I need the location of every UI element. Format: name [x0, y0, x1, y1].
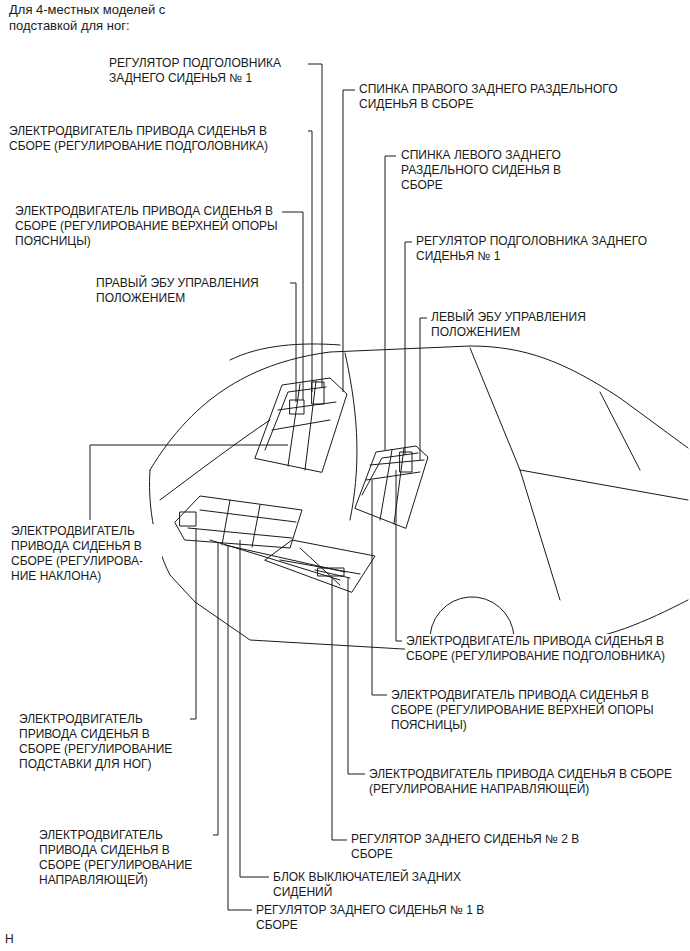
- roof-line: [150, 346, 688, 470]
- seat-frame: [265, 381, 336, 470]
- part-label: ЭЛЕКТРОДВИГАТЕЛЬ ПРИВОДА СИДЕНЬЯ В СБОРЕ…: [10, 524, 162, 584]
- c-pillar: [345, 353, 357, 520]
- footrest-motor: [180, 512, 196, 526]
- part-label: ЭЛЕКТРОДВИГАТЕЛЬ ПРИВОДА СИДЕНЬЯ В СБОРЕ…: [390, 688, 675, 733]
- part-label: РЕГУЛЯТОР ПОДГОЛОВНИКА ЗАДНЕГО СИДЕНЬЯ №…: [415, 234, 655, 264]
- trunk-line: [160, 420, 270, 500]
- leader-line: [348, 578, 365, 774]
- leader-line: [228, 545, 252, 910]
- figure-code: H: [4, 932, 24, 947]
- part-label: ПРАВЫЙ ЭБУ УПРАВЛЕНИЯ ПОЛОЖЕНИЕМ: [95, 276, 290, 306]
- part-label: БЛОК ВЫКЛЮЧАТЕЛЕЙ ЗАДНИХ СИДЕНИЙ: [272, 870, 497, 900]
- door-pillar: [470, 348, 560, 600]
- headrest-motor: [400, 452, 412, 472]
- leader-line: [240, 540, 269, 877]
- right-seat-back: [255, 378, 347, 472]
- leader-line: [396, 470, 402, 641]
- rear-window: [230, 344, 340, 360]
- leader-line: [420, 318, 427, 460]
- part-label: ЛЕВЫЙ ЭБУ УПРАВЛЕНИЯ ПОЛОЖЕНИЕМ: [430, 310, 635, 340]
- part-label: ЭЛЕКТРОДВИГАТЕЛЬ ПРИВОДА СИДЕНЬЯ В СБОРЕ…: [18, 712, 190, 772]
- leader-line: [385, 156, 396, 450]
- seat-frame: [188, 500, 296, 547]
- leader-line: [405, 242, 412, 455]
- leader-line: [332, 578, 347, 840]
- part-label: РЕГУЛЯТОР ЗАДНЕГО СИДЕНЬЯ № 1 В СБОРЕ: [255, 903, 505, 933]
- footrest-frame: [175, 496, 302, 548]
- leader-line: [190, 528, 196, 719]
- rail-motor: [318, 568, 344, 576]
- part-label: ЭЛЕКТРОДВИГАТЕЛЬ ПРИВОДА СИДЕНЬЯ В СБОРЕ…: [368, 767, 683, 797]
- left-cushion: [265, 540, 375, 592]
- part-label: СПИНКА ПРАВОГО ЗАДНЕГО РАЗДЕЛЬНОГО СИДЕН…: [358, 82, 658, 112]
- seat-ecu: [290, 400, 304, 414]
- leader-line: [343, 90, 355, 392]
- part-label: СПИНКА ЛЕВОГО ЗАДНЕГО РАЗДЕЛЬНОГО СИДЕНЬ…: [400, 148, 578, 193]
- door-edge: [600, 392, 640, 470]
- leader-line: [372, 480, 387, 695]
- part-label: РЕГУЛЯТОР ПОДГОЛОВНИКА ЗАДНЕГО СИДЕНЬЯ №…: [108, 56, 308, 86]
- part-label: РЕГУЛЯТОР ЗАДНЕГО СИДЕНЬЯ № 2 В СБОРЕ: [350, 832, 600, 862]
- part-label: ЭЛЕКТРОДВИГАТЕЛЬ ПРИВОДА СИДЕНЬЯ В СБОРЕ…: [8, 124, 308, 154]
- part-label: ЭЛЕКТРОДВИГАТЕЛЬ ПРИВОДА СИДЕНЬЯ В СБОРЕ…: [14, 204, 282, 249]
- leader-line: [296, 131, 312, 392]
- seat-frame: [362, 448, 424, 524]
- left-seat-back: [355, 446, 428, 528]
- belt-line: [520, 470, 688, 500]
- diagram-title: Для 4-местных моделей с подставкой для н…: [8, 2, 208, 34]
- leader-line: [212, 542, 218, 835]
- part-label: ЭЛЕКТРОДВИГАТЕЛЬ ПРИВОДА СИДЕНЬЯ В СБОРЕ…: [405, 634, 680, 664]
- leader-line: [282, 212, 303, 400]
- part-label: ЭЛЕКТРОДВИГАТЕЛЬ ПРИВОДА СИДЕНЬЯ В СБОРЕ…: [38, 828, 213, 888]
- leader-line: [90, 445, 288, 520]
